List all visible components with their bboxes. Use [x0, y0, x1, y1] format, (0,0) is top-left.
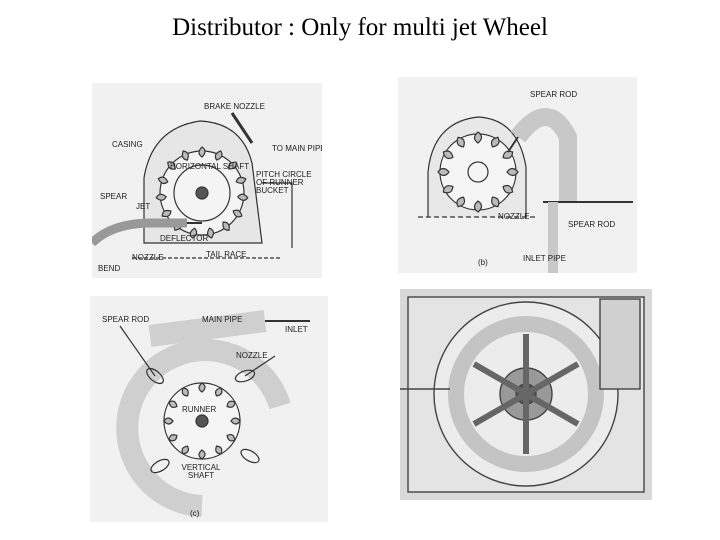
- caption-c: (c): [190, 509, 200, 518]
- distributor-drawing: [400, 296, 645, 493]
- figure-vertical-shaft-wheel: SPEAR ROD MAIN PIPE INLET NOZZLE RUNNER …: [90, 296, 328, 522]
- label-nozzle: NOZZLE: [236, 351, 268, 360]
- label-inlet-pipe: INLET PIPE: [523, 254, 566, 263]
- label-main-pipe: MAIN PIPE: [202, 315, 243, 324]
- label-jet: JET: [136, 202, 151, 211]
- figure-multi-jet-distributor-photo: [400, 289, 652, 500]
- label-to-main-pipe: TO MAIN PIPE: [272, 144, 322, 153]
- label-tail-race: TAIL RACE: [206, 250, 247, 259]
- label-bend: BEND: [98, 264, 121, 273]
- figure-horizontal-shaft-wheel: BRAKE NOZZLE CASING TO MAIN PIPE HORIZON…: [92, 83, 322, 278]
- label-pitch-circle: PITCH CIRCLE OF RUNNER BUCKET: [256, 170, 312, 195]
- label-vertical-shaft: VERTICAL SHAFT: [181, 463, 221, 480]
- figure-spear-rod-wheel: SPEAR ROD NOZZLE SPEAR ROD INLET PIPE (b…: [398, 77, 637, 273]
- label-nozzle: NOZZLE: [498, 212, 530, 221]
- label-inlet: INLET: [285, 325, 308, 334]
- horizontal-wheel-drawing: [92, 112, 293, 259]
- label-spear-rod: SPEAR ROD: [102, 315, 150, 324]
- label-deflector: DEFLECTOR: [160, 234, 209, 243]
- label-runner: RUNNER: [182, 405, 217, 414]
- label-spear: SPEAR: [100, 192, 128, 201]
- label-horizontal-shaft: HORIZONTAL SHAFT: [170, 162, 250, 171]
- spear-rod-wheel-drawing: [418, 108, 633, 273]
- label-casing: CASING: [112, 140, 143, 149]
- vertical-wheel-drawing: [116, 310, 310, 517]
- label-spear-rod: SPEAR ROD: [568, 220, 616, 229]
- caption-b: (b): [478, 258, 488, 267]
- label-nozzle: NOZZLE: [132, 253, 164, 262]
- label-spear-rod-top: SPEAR ROD: [530, 90, 578, 99]
- label-brake-nozzle: BRAKE NOZZLE: [204, 102, 265, 111]
- slide-title: Distributor : Only for multi jet Wheel: [172, 14, 548, 41]
